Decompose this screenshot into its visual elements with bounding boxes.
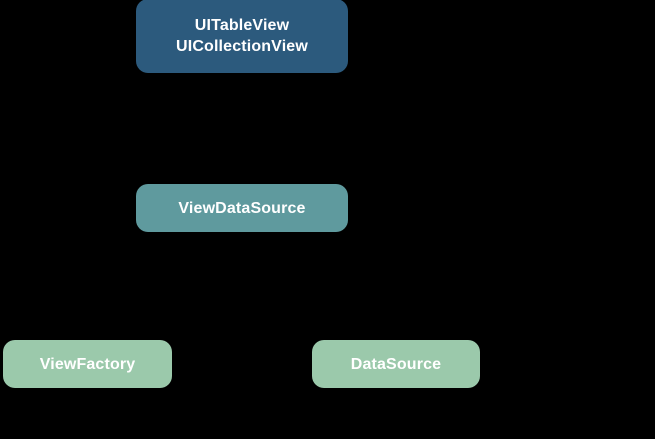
ui-view-node-label-line2: UICollectionView xyxy=(176,38,308,55)
ui-view-node[interactable]: UITableView UICollectionView xyxy=(136,0,348,73)
data-source-node-label: DataSource xyxy=(350,355,442,373)
ui-view-node-label-line1: UITableView xyxy=(194,17,290,34)
view-data-source-node-label: ViewDataSource xyxy=(178,199,306,217)
data-source-node[interactable]: DataSource xyxy=(312,340,480,388)
view-factory-node[interactable]: ViewFactory xyxy=(3,340,172,388)
view-factory-node-label: ViewFactory xyxy=(39,355,136,373)
view-data-source-node[interactable]: ViewDataSource xyxy=(136,184,348,232)
